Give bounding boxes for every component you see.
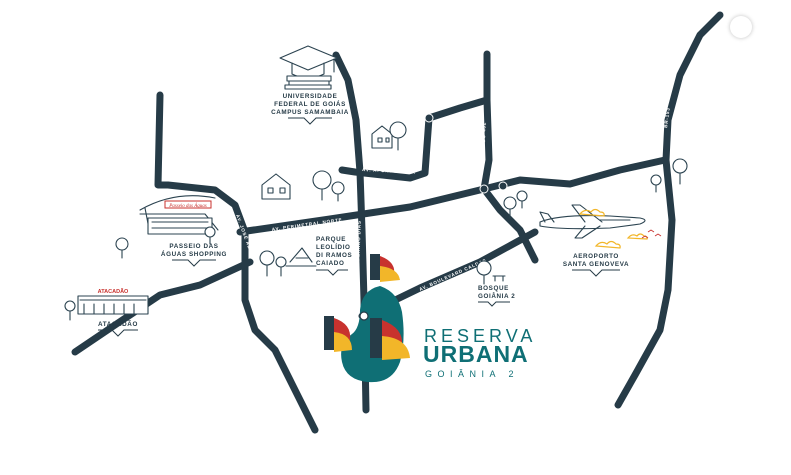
- atacadao-pointer: [98, 329, 138, 337]
- passeio-label-2: ÁGUAS SHOPPING: [161, 249, 227, 258]
- road-diagonal-south: [480, 185, 539, 264]
- road-west-curve: [154, 91, 319, 434]
- playground-icon: [285, 247, 317, 267]
- brand-mark-main: [370, 318, 410, 360]
- parque-pointer: [316, 269, 348, 276]
- poi-bosque-goiania-2[interactable]: BOSQUE GOIÂNIA 2: [476, 260, 515, 307]
- bosque-label-2: GOIÂNIA 2: [478, 291, 515, 300]
- location-pin-icon: [359, 311, 369, 321]
- atacadao-sign: ATACADÃO: [98, 288, 129, 295]
- brand-line-3: GOIÂNIA 2: [425, 369, 519, 379]
- poi-parque-leolidio[interactable]: PARQUE LEOLÍDIO DI RAMOS CAIADO: [259, 236, 352, 277]
- tree-icon: [650, 158, 688, 193]
- airplane-icon: [539, 204, 646, 239]
- reserva-urbana-logo[interactable]: RESERVA URBANA GOIÂNIA 2: [324, 254, 536, 383]
- road-afonso-pena: [338, 96, 491, 182]
- road-west-diagonal: [71, 258, 254, 356]
- bench-icon: [492, 275, 506, 282]
- intersection-markers: [424, 113, 508, 194]
- house-icon: [371, 125, 393, 149]
- aeroporto-label-2: SANTA GENOVEVA: [563, 261, 629, 268]
- label-fernao: AV. FERNÃO DIAS: [354, 220, 362, 272]
- parque-label-2: LEOLÍDIO: [316, 242, 351, 251]
- poi-ufg[interactable]: UNIVERSIDADE FEDERAL DE GOIÁS CAMPUS SAM…: [271, 45, 349, 125]
- road-br-153: [614, 11, 724, 409]
- brand-line-2: URBANA: [423, 341, 529, 367]
- tree-icon: [476, 260, 492, 285]
- brand-line-1: RESERVA: [424, 326, 536, 346]
- tree-icon: [115, 226, 216, 259]
- poi-aeroporto[interactable]: AEROPORTO SANTA GENOVEVA: [539, 204, 662, 277]
- aeroporto-pointer: [572, 269, 620, 277]
- parque-label-3: DI RAMOS: [316, 252, 352, 259]
- ufg-label-1: UNIVERSIDADE: [283, 93, 338, 100]
- brand-mark-left: [324, 316, 352, 352]
- tree-icon: [259, 250, 287, 277]
- store-illustration: ATACADÃO: [64, 288, 149, 321]
- label-go: GO-462: [481, 122, 487, 143]
- graduation-cap-icon: [279, 45, 338, 90]
- ufg-pointer: [288, 117, 332, 125]
- parque-label-1: PARQUE: [316, 236, 346, 243]
- label-vera-cruz: AV. VERA CRUZ: [597, 180, 642, 194]
- passeio-pointer: [172, 259, 216, 267]
- tree-icon: [503, 190, 528, 219]
- birds-icon: [641, 229, 662, 239]
- ufg-label-2: FEDERAL DE GOIÁS: [274, 99, 346, 108]
- shopping-illustration: Passeio das Águas: [139, 195, 219, 235]
- house-icon: [261, 173, 291, 200]
- tree-icon: [389, 121, 407, 151]
- passeio-label-1: PASSEIO DAS: [169, 243, 218, 250]
- close-button[interactable]: [730, 16, 752, 38]
- brand-mark-top: [370, 254, 400, 282]
- aeroporto-label-1: AEROPORTO: [573, 253, 619, 260]
- shopping-sign: Passeio das Águas: [168, 203, 207, 209]
- road-go: [480, 50, 493, 193]
- poi-atacadao[interactable]: ATACADÃO ATACADÃO: [64, 288, 149, 337]
- bosque-pointer: [478, 301, 510, 307]
- label-afonso-pena: AV. AFONSO PENA: [362, 167, 416, 175]
- atacadao-label: ATACADÃO: [98, 319, 138, 328]
- ufg-label-3: CAMPUS SAMAMBAIA: [271, 109, 349, 116]
- bosque-label-1: BOSQUE: [478, 285, 509, 292]
- poi-passeio-das-aguas[interactable]: Passeio das Águas PASSEIO DAS ÁGUAS SHOP…: [115, 195, 227, 267]
- parque-label-4: CAIADO: [316, 260, 344, 267]
- tree-icon: [312, 170, 345, 202]
- label-br-north: BR-153: [663, 107, 671, 128]
- label-br-south: BR-153: [672, 271, 678, 292]
